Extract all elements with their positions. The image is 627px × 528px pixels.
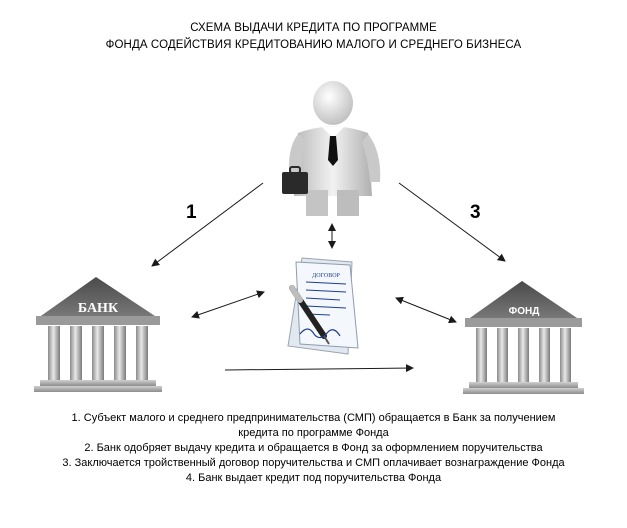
arrow-contract-fund	[395, 296, 457, 324]
fund-building: ФОНД	[463, 281, 584, 394]
fund-label: ФОНД	[509, 306, 540, 317]
diagram-title: СХЕМА ВЫДАЧИ КРЕДИТА ПО ПРОГРАММЕ ФОНДА …	[0, 20, 627, 54]
title-line-2: ФОНДА СОДЕЙСТВИЯ КРЕДИТОВАНИЮ МАЛОГО И С…	[105, 39, 522, 51]
arrow-bank-to-fund	[224, 364, 414, 373]
contract-document: ДОГОВОР	[287, 257, 359, 355]
entrepreneur-figure	[282, 81, 381, 216]
title-line-1: СХЕМА ВЫДАЧИ КРЕДИТА ПО ПРОГРАММЕ	[190, 22, 437, 34]
arrow-bank-contract	[191, 290, 265, 319]
note-line-3: 2. Банк одобряет выдачу кредита и обраща…	[84, 442, 543, 454]
bank-label: БАНК	[78, 301, 119, 316]
arrows	[151, 182, 506, 373]
contract-label: ДОГОВОР	[312, 273, 340, 279]
note-line-2: кредита по программе Фонда	[238, 427, 389, 439]
note-line-5: 4. Банк выдает кредит под поручительства…	[185, 472, 442, 484]
scheme-notes: 1. Субъект малого и среднего предпринима…	[0, 411, 627, 486]
arrow-person-to-fund	[398, 182, 506, 262]
step-number-1: 1	[186, 202, 197, 223]
arrow-person-to-bank	[151, 182, 264, 267]
note-line-4: 3. Заключается тройственный договор пору…	[62, 457, 565, 469]
step-number-3: 3	[470, 202, 481, 223]
bank-building: БАНК	[34, 277, 162, 392]
note-line-1: 1. Субъект малого и среднего предпринима…	[71, 412, 556, 424]
